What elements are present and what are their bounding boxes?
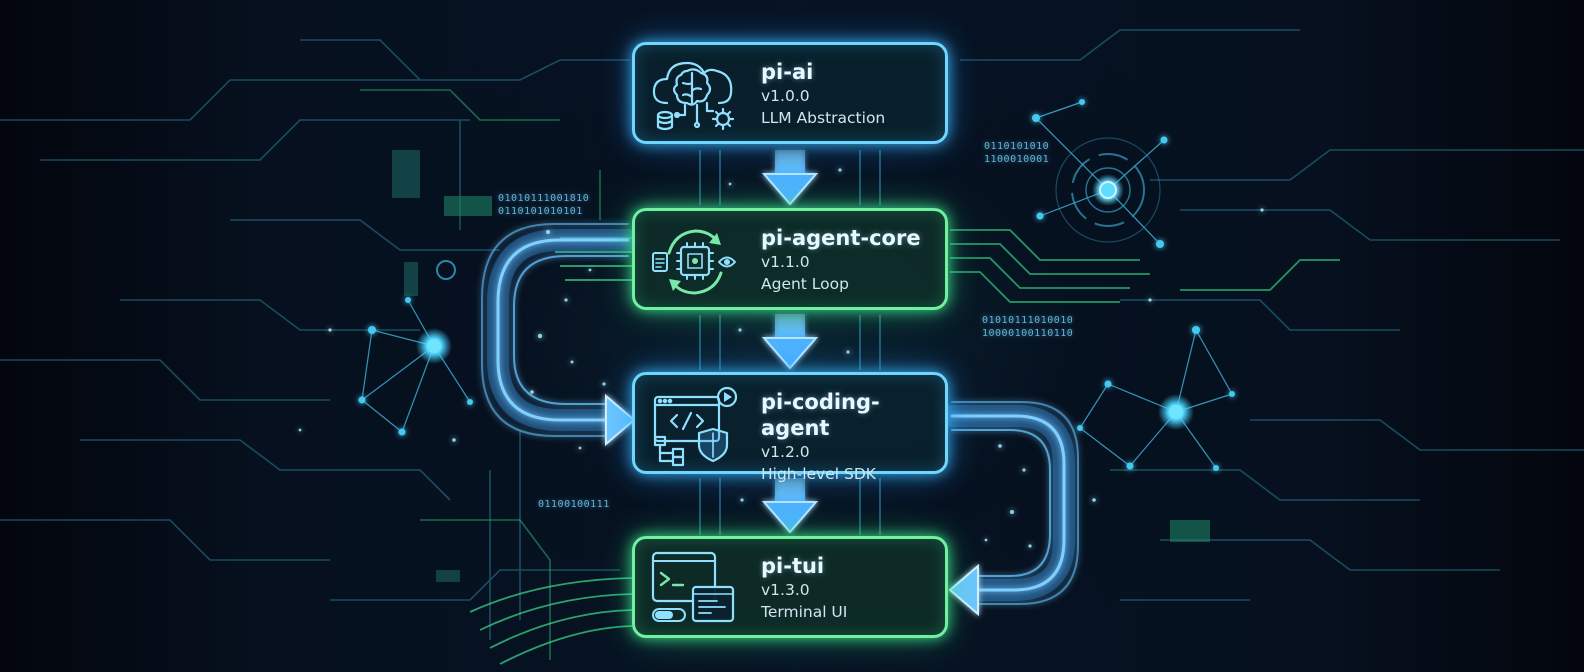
module-info: pi-tui v1.3.0 Terminal UI xyxy=(761,553,847,623)
module-version: v1.1.0 xyxy=(761,253,810,271)
module-version: v1.0.0 xyxy=(761,87,810,105)
loop-arrow-left-head xyxy=(605,393,636,447)
vertical-connectors xyxy=(699,150,881,535)
module-info: pi-ai v1.0.0 LLM Abstraction xyxy=(761,59,885,129)
code-window-shield-icon xyxy=(653,386,738,467)
feeder-lines-tui xyxy=(469,577,633,665)
module-description: LLM Abstraction xyxy=(761,109,886,127)
module-name: pi-tui xyxy=(761,554,825,578)
binary-line: 01100100111 xyxy=(538,499,610,510)
binary-text-left-top: 01010111001810 0110101010101 xyxy=(498,192,589,218)
module-version: v1.2.0 xyxy=(761,443,810,461)
brain-cloud-icon xyxy=(652,61,735,131)
circuit-traces-right-green xyxy=(950,229,1340,303)
module-name: pi-ai xyxy=(761,60,814,84)
circuit-traces-left-green xyxy=(360,89,601,660)
down-arrow-2 xyxy=(761,314,819,370)
binary-line: 01010111010010 xyxy=(982,315,1074,326)
loop-arrow-right xyxy=(941,401,1079,605)
binary-text-right-top: 0110101010 1100010001 xyxy=(984,140,1049,166)
binary-text-left-bottom: 01100100111 xyxy=(538,498,610,511)
module-version: v1.3.0 xyxy=(761,581,810,599)
down-arrow-3 xyxy=(761,478,819,534)
binary-text-right-mid: 01010111010010 10000100110110 xyxy=(982,314,1073,340)
module-card-pi-tui: pi-tui v1.3.0 Terminal UI xyxy=(632,536,948,638)
module-card-pi-ai: pi-ai v1.0.0 LLM Abstraction xyxy=(632,42,948,144)
module-name: pi-agent-core xyxy=(761,226,921,250)
network-left xyxy=(361,299,471,433)
module-info: pi-coding-agent v1.2.0 High-level SDK xyxy=(761,389,945,485)
particles xyxy=(298,168,1264,548)
circuit-traces-right xyxy=(960,29,1584,601)
down-arrow-1 xyxy=(761,150,819,206)
module-name: pi-coding-agent xyxy=(761,390,880,440)
module-info: pi-agent-core v1.1.0 Agent Loop xyxy=(761,225,921,295)
decor-rects xyxy=(392,150,1210,582)
network-left-nodes xyxy=(358,297,473,436)
module-description: Terminal UI xyxy=(761,603,848,621)
terminal-window-icon xyxy=(651,551,735,623)
binary-line: 01010111001810 xyxy=(498,193,590,204)
binary-line: 10000100110110 xyxy=(982,328,1074,339)
agent-loop-cpu-icon xyxy=(652,229,736,295)
network-right xyxy=(1079,329,1233,469)
binary-line: 0110101010 xyxy=(984,141,1050,152)
circuit-traces-left xyxy=(0,39,630,640)
decor-ring-left xyxy=(436,260,456,280)
module-card-pi-agent-core: pi-agent-core v1.1.0 Agent Loop xyxy=(632,208,948,310)
radar-nodes xyxy=(1032,99,1168,248)
network-right-nodes xyxy=(1077,326,1235,471)
binary-line: 0110101010101 xyxy=(498,206,583,217)
module-description: Agent Loop xyxy=(761,275,849,293)
loop-arrow-left xyxy=(481,223,639,437)
module-card-pi-coding-agent: pi-coding-agent v1.2.0 High-level SDK xyxy=(632,372,948,483)
loop-arrow-right-head xyxy=(948,563,979,617)
binary-line: 1100010001 xyxy=(984,154,1050,165)
module-description: High-level SDK xyxy=(761,465,876,483)
radar-target xyxy=(1035,101,1165,245)
